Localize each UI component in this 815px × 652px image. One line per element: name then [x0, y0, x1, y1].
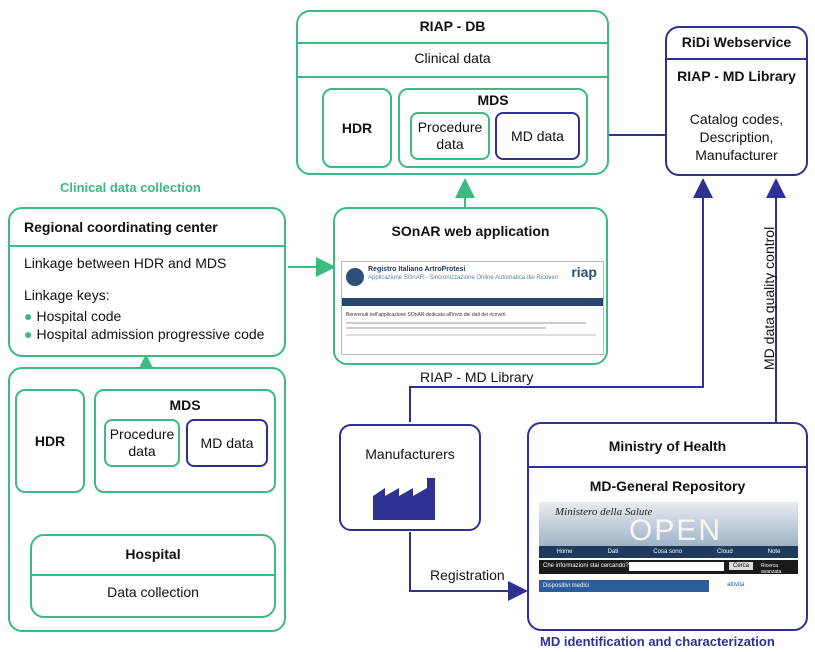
opendata-navbar: Home Dati Cosa sono Cloud Note	[539, 546, 798, 558]
opendata-search-question: Che informazioni stai cercando?	[543, 563, 629, 569]
md-identification-caption: MD identification and characterization	[540, 634, 775, 649]
regional-keys-list: ●Hospital code ●Hospital admission progr…	[24, 307, 264, 343]
hospital-hdr-label: HDR	[34, 433, 66, 449]
sonar-screen-textline	[346, 322, 586, 324]
opendata-search-advanced[interactable]: Ricerca avanzata	[761, 563, 782, 575]
regional-title: Regional coordinating center	[24, 219, 218, 235]
opendata-nav-item[interactable]: Cloud	[717, 549, 733, 555]
hospital-hdr-box: HDR	[15, 389, 85, 493]
manufacturers-label: Manufacturers	[365, 446, 455, 462]
sonar-screen-sub: Applicazione SOnAR - Sincronizzazione On…	[368, 275, 559, 281]
regional-center-box: Regional coordinating center Linkage bet…	[8, 207, 286, 357]
opendata-nav-item[interactable]: Home	[556, 549, 573, 555]
regional-key-item: ●Hospital code	[24, 308, 122, 324]
hospital-collection: Data collection	[107, 584, 199, 600]
sonar-seal-icon	[346, 268, 364, 286]
ministry-repo: MD-General Repository	[589, 478, 746, 494]
riap-db-mds-box: MDS Procedure data MD data	[398, 88, 588, 168]
opendata-row-label: Dispositivi medici	[543, 583, 590, 589]
opendata-ministry: Ministero della Salute	[555, 506, 653, 518]
opendata-row[interactable]: Dispositivi medici	[539, 580, 709, 592]
opendata-nav-item[interactable]: Note	[767, 549, 781, 555]
opendata-search-button[interactable]: Cerca	[729, 562, 754, 570]
hospital-mds-box: MDS Procedure data MD data	[94, 389, 276, 493]
ministry-box: Ministry of Health MD-General Repository…	[527, 422, 808, 631]
sonar-box: SOnAR web application Registro Italiano …	[333, 207, 608, 365]
sonar-screen-welcome: Benvenuti nell'applicazione SOnAR dedica…	[346, 312, 507, 318]
riap-db-mddata-label: MD data	[511, 128, 564, 144]
riap-db-mddata-box: MD data	[495, 112, 580, 160]
opendata-header	[539, 502, 798, 546]
riap-db-subtitle: Clinical data	[414, 50, 491, 66]
sonar-screenshot: Registro Italiano ArtroProtesi Applicazi…	[341, 261, 604, 355]
clinical-collection-caption: Clinical data collection	[60, 180, 201, 195]
sonar-screen-textline	[346, 334, 596, 336]
sonar-screen-textline	[346, 327, 546, 329]
riap-db-title: RIAP - DB	[419, 18, 486, 34]
ridi-desc: Catalog codes, Description, Manufacturer	[689, 111, 784, 163]
hospital-box: Hospital Data collection	[30, 534, 276, 618]
riap-db-procedure-box: Procedure data	[410, 112, 490, 160]
ridi-library: RIAP - MD Library	[677, 68, 796, 84]
riap-db-box: RIAP - DB Clinical data HDR MDS Procedur…	[296, 10, 609, 175]
sonar-screen-title: Registro Italiano ArtroProtesi	[368, 266, 466, 273]
manufacturers-box: Manufacturers	[339, 424, 481, 531]
sonar-title: SOnAR web application	[391, 223, 550, 239]
registration-label: Registration	[430, 567, 505, 583]
regional-linkage: Linkage between HDR and MDS	[24, 255, 227, 271]
opendata-nav-item[interactable]: Dati	[607, 549, 619, 555]
riap-db-hdr-box: HDR	[322, 88, 392, 168]
riap-db-mds-label: MDS	[477, 92, 509, 108]
opendata-screenshot: Ministero della Salute OPEN DATA Home Da…	[539, 502, 798, 602]
hospital-mds-label: MDS	[169, 397, 201, 413]
regional-key-item: ●Hospital admission progressive code	[24, 326, 265, 342]
regional-keys-label: Linkage keys:	[24, 287, 110, 303]
hospital-mddata-box: MD data	[186, 419, 268, 467]
hospital-procedure-box: Procedure data	[104, 419, 180, 467]
opendata-nav-item[interactable]: Cosa sono	[653, 549, 682, 555]
library-arrow-label: RIAP - MD Library	[420, 369, 534, 385]
opendata-searchbar: Che informazioni stai cercando? Cerca Ri…	[539, 560, 798, 575]
sonar-screen-logo: riap	[571, 264, 597, 280]
opendata-search-input[interactable]	[629, 562, 724, 571]
hospital-title: Hospital	[125, 546, 181, 562]
ridi-webservice-box: RiDi Webservice RIAP - MD Library Catalo…	[665, 26, 808, 176]
sonar-screen-navbar	[342, 298, 603, 306]
factory-icon	[373, 478, 435, 520]
hospital-procedure-label: Procedure data	[109, 426, 175, 459]
ridi-title: RiDi Webservice	[681, 34, 792, 50]
quality-control-label: MD data quality control	[761, 226, 777, 370]
ministry-title: Ministry of Health	[608, 438, 727, 454]
opendata-row-right: attivita	[727, 582, 745, 588]
riap-db-procedure-label: Procedure data	[417, 119, 483, 152]
hospital-mddata-label: MD data	[200, 435, 254, 451]
riap-db-hdr-label: HDR	[341, 120, 373, 136]
hospital-group-box: HDR MDS Procedure data MD data Hospital …	[8, 367, 286, 632]
